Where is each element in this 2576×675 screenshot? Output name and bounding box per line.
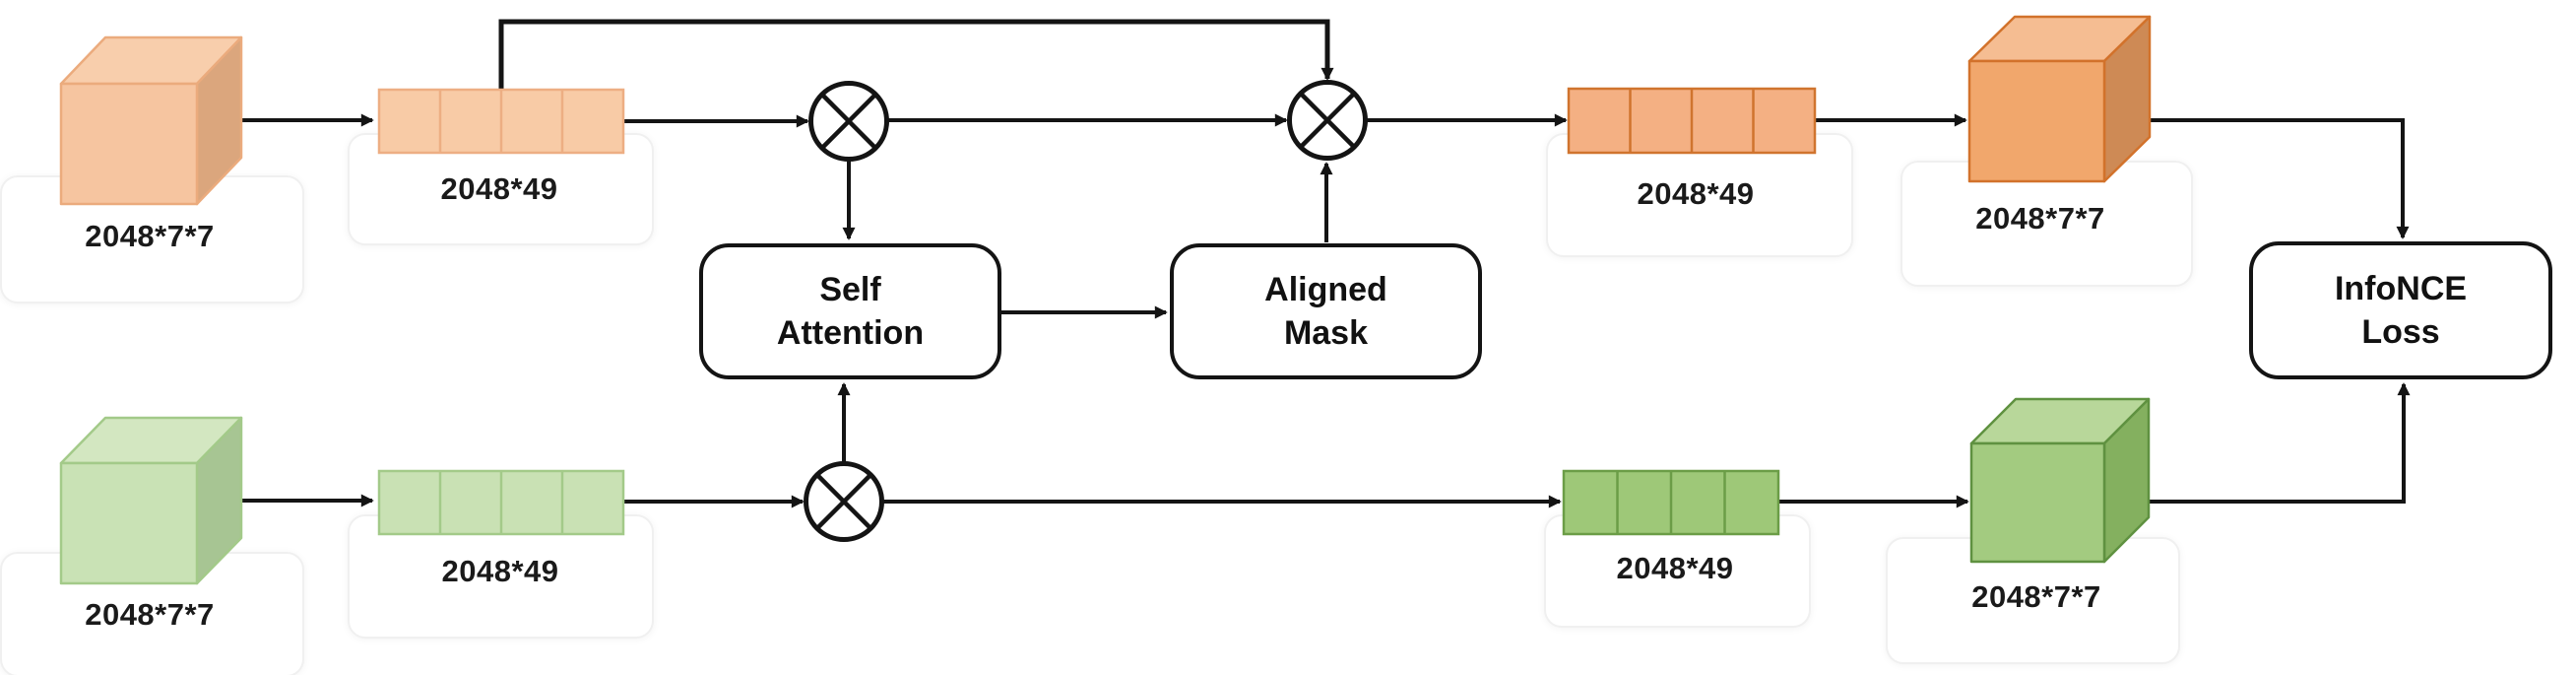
top-output-feature-cube [1967, 15, 2152, 183]
multiply-icon [808, 81, 889, 162]
top-output-tokens-dims: 2048*49 [1637, 176, 1755, 211]
top-input-tokens-dims: 2048*49 [440, 171, 558, 206]
bottom-output-tokens-dims: 2048*49 [1616, 551, 1734, 585]
bottom-input-feature-cube [59, 416, 243, 585]
arrow-bottom-cube-to-infonce [2122, 382, 2411, 504]
top-input-token-strip [377, 88, 625, 155]
multiply-icon [804, 461, 884, 542]
top-input-feature-cube [59, 35, 243, 206]
bottom-input-cube-dims: 2048*7*7 [85, 597, 215, 632]
skip-connection-top [498, 19, 1334, 89]
bottom-output-cube-dims: 2048*7*7 [1971, 579, 2101, 614]
bottom-input-token-strip [377, 469, 625, 536]
bottom-output-token-strip [1562, 469, 1780, 536]
multiply-icon [1287, 80, 1368, 161]
top-input-cube-dims: 2048*7*7 [85, 219, 215, 253]
bottom-input-tokens-dims: 2048*49 [441, 554, 559, 588]
self-attention-block: Self Attention [699, 243, 1001, 379]
bottom-output-feature-cube [1969, 397, 2151, 564]
infonce-loss-block: InfoNCE Loss [2249, 241, 2552, 379]
top-output-token-strip [1567, 87, 1817, 155]
aligned-mask-block: Aligned Mask [1170, 243, 1482, 379]
top-output-cube-dims: 2048*7*7 [1975, 201, 2105, 236]
arrow-top-cube-to-infonce [2147, 118, 2410, 239]
